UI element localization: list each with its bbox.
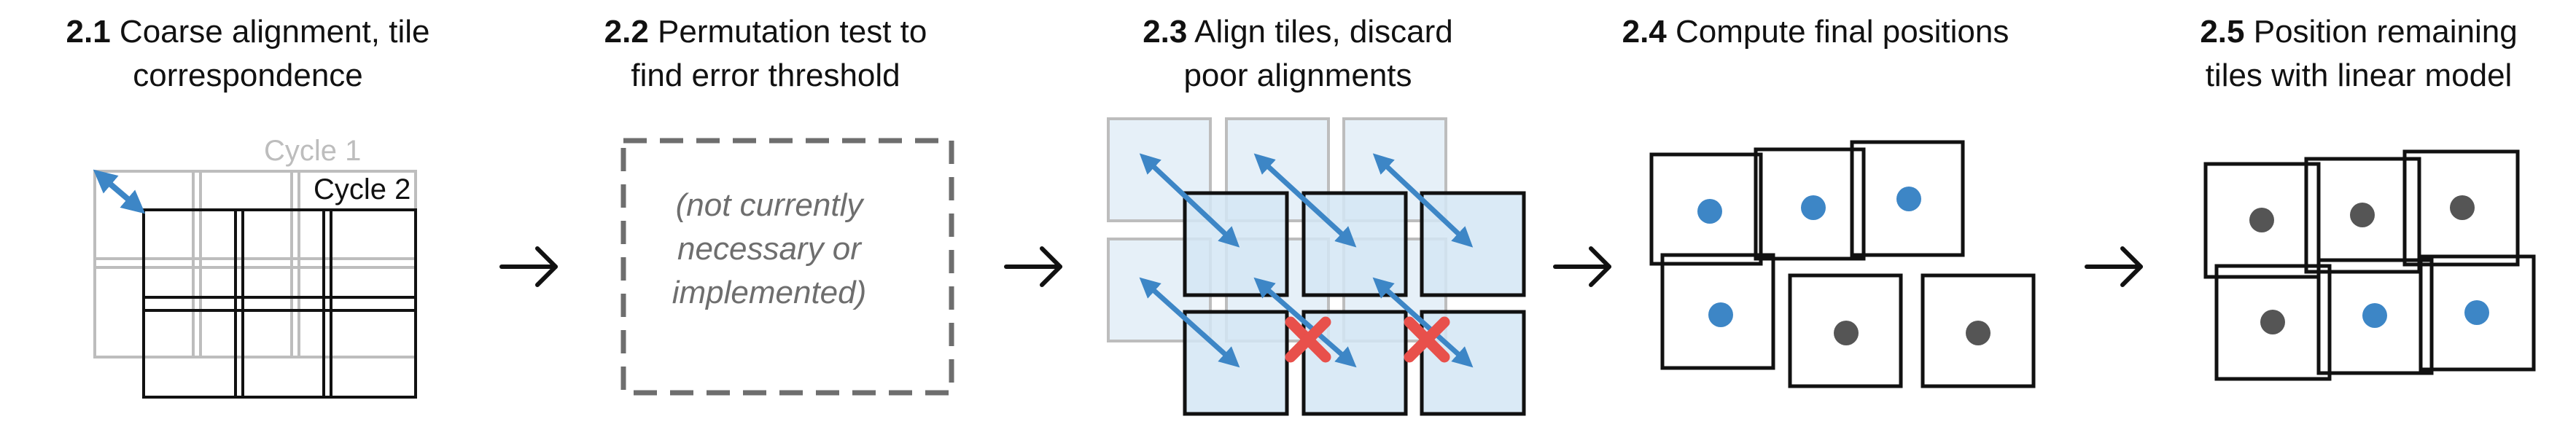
panel-number: 2.2 xyxy=(604,14,649,50)
dot-icon xyxy=(1896,187,1921,211)
panel-title-line2: correspondence xyxy=(133,58,363,93)
panel-title-2-1: 2.1 Coarse alignment, tile correspondenc… xyxy=(22,10,474,98)
panel-number: 2.1 xyxy=(66,14,111,50)
panel-title-line1: Coarse alignment, tile xyxy=(119,14,430,50)
dot-icon xyxy=(1966,321,1991,345)
note-line: implemented) xyxy=(672,275,867,310)
panel-2-4-tiles xyxy=(1649,140,2036,388)
panel-title-line2: tiles with linear model xyxy=(2205,58,2513,93)
panel-number: 2.5 xyxy=(2200,14,2245,50)
dot-icon xyxy=(2260,310,2285,334)
dot-icon xyxy=(2362,303,2387,328)
right-arrow-icon xyxy=(1553,246,1611,287)
dot-icon xyxy=(1697,199,1722,224)
panel-number: 2.3 xyxy=(1143,14,1188,50)
double-arrow-icon xyxy=(93,169,146,214)
dot-icon xyxy=(2350,203,2375,227)
panel-2-4-dots xyxy=(1697,187,1991,345)
double-arrow-icon xyxy=(1253,277,1357,368)
panel-2-5-dots xyxy=(2249,195,2489,334)
dot-icon xyxy=(2249,208,2274,232)
panel-title-line1: Align tiles, discard xyxy=(1194,14,1453,50)
panel-title-line1: Compute final positions xyxy=(1676,14,2009,50)
cycle-2-grid xyxy=(142,208,417,399)
cross-icon xyxy=(1285,316,1331,363)
right-arrow-icon xyxy=(2085,246,2143,287)
dot-icon xyxy=(2450,195,2475,220)
cycle-2-label: Cycle 2 xyxy=(314,173,411,205)
panel-2-3-tiles xyxy=(1107,117,1526,416)
panel-number: 2.4 xyxy=(1622,14,1667,50)
right-arrow-icon xyxy=(499,246,558,287)
note-line: necessary or xyxy=(677,231,861,267)
not-implemented-note: (not currently necessary or implemented) xyxy=(623,184,915,315)
panel-2-5-tiles xyxy=(2203,149,2536,381)
panel-title-2-2: 2.2 Permutation test to find error thres… xyxy=(561,10,970,98)
double-arrow-icon xyxy=(1139,277,1240,368)
panel-title-line2: find error threshold xyxy=(631,58,900,93)
dot-icon xyxy=(2464,300,2489,325)
dot-icon xyxy=(1708,302,1733,327)
right-arrow-icon xyxy=(1004,246,1062,287)
cycle-1-label: Cycle 1 xyxy=(264,135,362,167)
panel-2-1-grid xyxy=(93,169,417,399)
panel-title-line1: Position remaining xyxy=(2253,14,2518,50)
note-line: (not currently xyxy=(675,187,863,223)
double-arrow-icon xyxy=(1372,153,1474,248)
dot-icon xyxy=(1834,321,1859,345)
placeholder-dashed-box xyxy=(620,138,954,396)
double-arrow-icon xyxy=(1253,153,1357,248)
panel-title-2-4: 2.4 Compute final positions xyxy=(1582,10,2049,54)
cross-icon xyxy=(1404,316,1450,363)
double-arrow-icon xyxy=(1139,153,1240,248)
double-arrow-icon xyxy=(1372,277,1474,368)
panel-title-line2: poor alignments xyxy=(1183,58,1412,93)
panel-title-2-5: 2.5 Position remaining tiles with linear… xyxy=(2147,10,2570,98)
panel-title-2-3: 2.3 Align tiles, discard poor alignments xyxy=(1094,10,1502,98)
panel-title-line1: Permutation test to xyxy=(658,14,927,50)
dot-icon xyxy=(1801,195,1826,220)
